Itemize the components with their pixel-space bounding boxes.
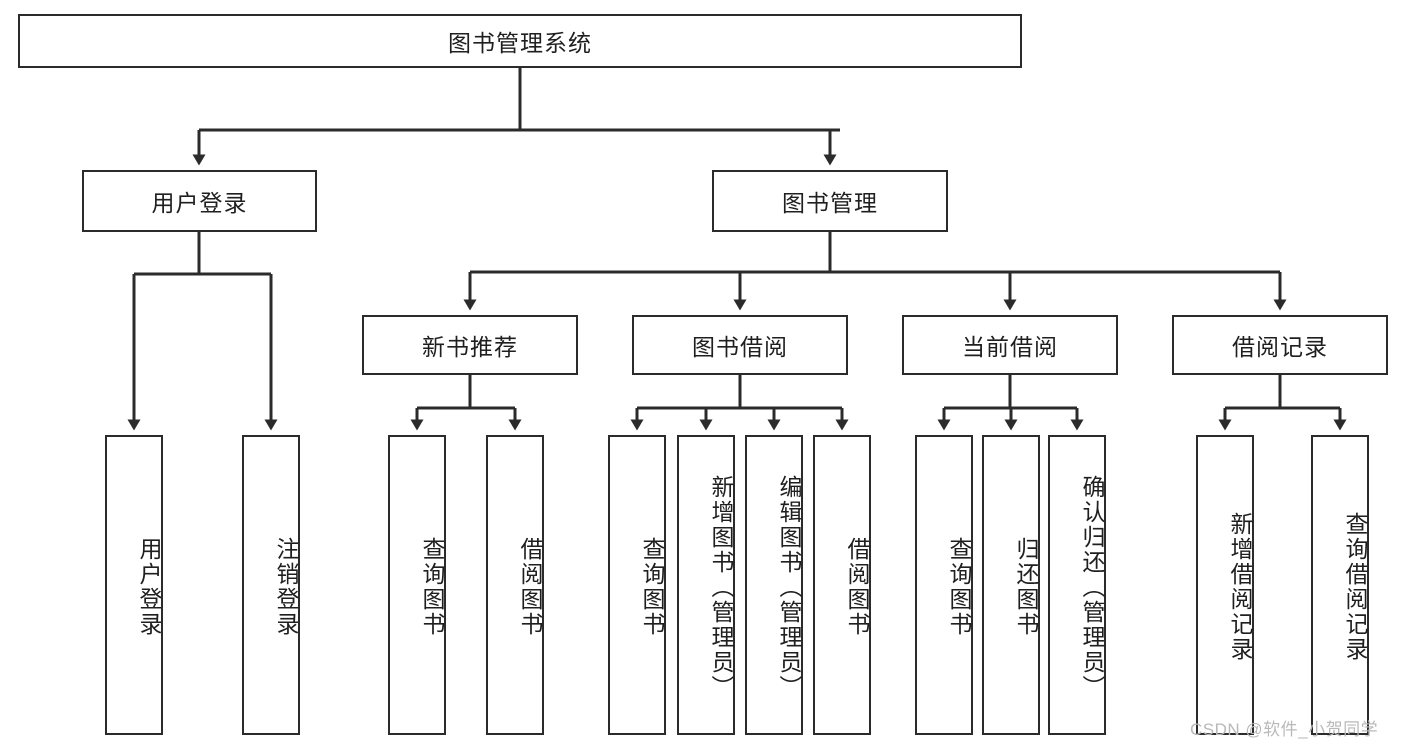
node-new-book-recommend[interactable]: 新书推荐 [362,315,578,375]
node-current-borrow[interactable]: 当前借阅 [902,315,1118,375]
leaf-user-login[interactable]: 用户登录 [105,435,163,735]
leaf-add-record[interactable]: 新增借阅记录 [1196,435,1254,735]
leaf-borrow-book-2[interactable]: 借阅图书 [813,435,871,735]
leaf-query-book-2[interactable]: 查询图书 [608,435,666,735]
leaf-query-record[interactable]: 查询借阅记录 [1311,435,1369,735]
node-borrow-record[interactable]: 借阅记录 [1172,315,1388,375]
leaf-confirm-return[interactable]: 确认归还（管理员） [1048,435,1106,735]
leaf-query-book-3[interactable]: 查询图书 [915,435,973,735]
node-root[interactable]: 图书管理系统 [18,14,1022,68]
node-user-login[interactable]: 用户登录 [82,170,317,232]
leaf-edit-book[interactable]: 编辑图书（管理员） [745,435,803,735]
leaf-return-book[interactable]: 归还图书 [982,435,1040,735]
csdn-watermark: CSDN @软件_小贺同学 [1190,720,1379,739]
leaf-borrow-book-1[interactable]: 借阅图书 [486,435,544,735]
leaf-add-book[interactable]: 新增图书（管理员） [677,435,735,735]
leaf-logout-login[interactable]: 注销登录 [242,435,300,735]
node-book-borrow[interactable]: 图书借阅 [632,315,848,375]
node-book-manage[interactable]: 图书管理 [712,170,948,232]
leaf-query-book-1[interactable]: 查询图书 [388,435,446,735]
